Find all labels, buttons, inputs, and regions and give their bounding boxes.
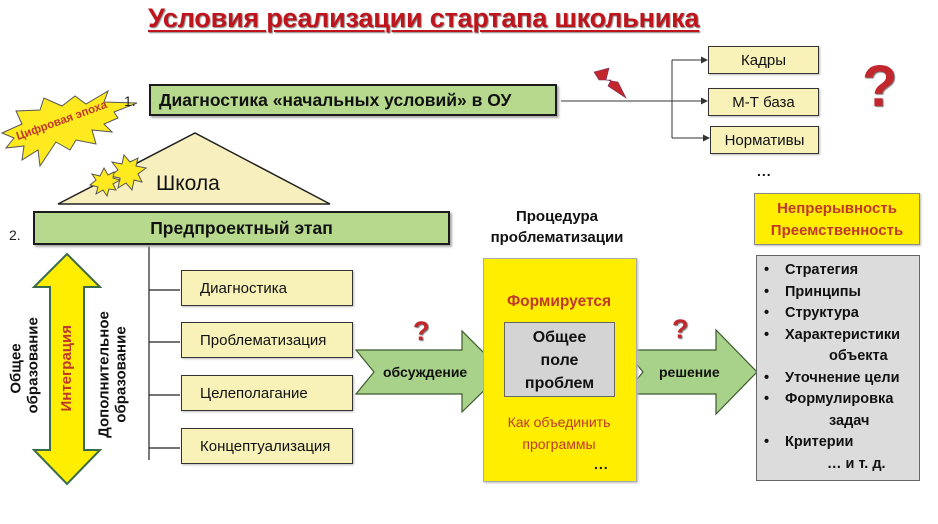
continuity-line: Преемственность — [770, 222, 904, 239]
spark-icon — [88, 166, 122, 198]
question-mark-icon: ? — [413, 316, 430, 346]
decision-arrow — [623, 328, 758, 416]
outcome-item: … и т. д. — [827, 455, 886, 472]
integration-label: Интеграция — [57, 303, 76, 433]
spark-icon — [108, 153, 148, 192]
step2-label: Предпроектный этап — [150, 217, 333, 238]
general-education-label: Общее образование — [7, 304, 42, 434]
core-line: поле — [540, 352, 579, 369]
lightning-icon — [593, 67, 627, 99]
stage-label: Диагностика — [200, 279, 287, 297]
continuity-line: Непрерывность — [777, 200, 897, 217]
integration-text: Интеграция — [57, 325, 75, 412]
outcome-item: Характеристики — [757, 325, 919, 347]
resource-label: Нормативы — [724, 131, 805, 149]
discussion-arrow — [354, 329, 504, 414]
merge-programs-note: Как объединить программы — [483, 411, 635, 455]
stage-label: Целеполагание — [200, 384, 308, 402]
note-line: Как объединить — [507, 414, 611, 430]
step2-preproject-box: Предпроектный этап — [33, 211, 450, 245]
core-line: Общее — [532, 329, 587, 346]
continuity-box: Непрерывность Преемственность — [754, 193, 920, 245]
general-education-text: Общее образование — [7, 317, 42, 414]
resource-label: Кадры — [741, 51, 786, 69]
diagram-title: Условия реализации стартапа школьника — [148, 3, 700, 33]
procedure-heading-line: проблематизации — [490, 229, 624, 246]
outcomes-list: СтратегияПринципыСтруктураХарактеристики… — [756, 255, 920, 481]
step1-diagnostics-box: Диагностика «начальных условий» в ОУ — [149, 84, 557, 116]
step1-number: 1. — [124, 93, 136, 109]
procedure-heading: Процедура проблематизации — [482, 206, 632, 248]
stage-box-diagnostics: Диагностика — [181, 270, 353, 306]
question-mark-icon: ? — [862, 54, 898, 119]
procedure-heading-line: Процедура — [515, 208, 599, 225]
outcome-item: Стратегия — [757, 260, 919, 282]
core-line: проблем — [524, 375, 595, 392]
stage-label: Проблематизация — [200, 331, 327, 349]
stage-box-goal-setting: Целеполагание — [181, 375, 353, 411]
additional-education-text: Дополнительное образование — [95, 311, 130, 438]
additional-education-label: Дополнительное образование — [95, 305, 130, 445]
discussion-label: обсуждение — [383, 364, 468, 380]
decision-label: решение — [659, 364, 720, 380]
step2-number: 2. — [9, 227, 21, 243]
stage-label: Концептуализация — [200, 437, 331, 455]
procedure-ellipsis: ... — [594, 456, 609, 472]
outcome-item: задач — [829, 412, 870, 429]
integration-arrow — [31, 252, 103, 486]
resource-box-staff: Кадры — [708, 46, 819, 74]
outcome-item: Структура — [757, 303, 919, 325]
common-problem-field-box: Общее поле проблем — [504, 322, 615, 397]
resources-ellipsis: ... — [757, 163, 772, 179]
question-mark-icon: ? — [672, 314, 689, 344]
outcome-item: объекта — [829, 348, 888, 364]
school-label: Школа — [156, 172, 220, 195]
outcome-item: Критерии — [757, 432, 919, 454]
stage-box-problematization: Проблематизация — [181, 322, 353, 358]
digital-era-burst — [0, 89, 138, 168]
stage-box-conceptualization: Концептуализация — [181, 428, 353, 464]
resource-box-regulations: Нормативы — [710, 126, 819, 154]
forming-label: Формируется — [506, 293, 612, 310]
note-line: программы — [522, 436, 596, 452]
resource-box-facilities: М-Т база — [708, 88, 819, 116]
outcome-item: Уточнение цели — [757, 368, 919, 390]
step1-label: Диагностика «начальных условий» в ОУ — [159, 89, 512, 110]
outcome-item: Принципы — [757, 282, 919, 304]
outcome-item: Формулировка — [757, 389, 919, 411]
resource-label: М-Т база — [732, 93, 795, 111]
